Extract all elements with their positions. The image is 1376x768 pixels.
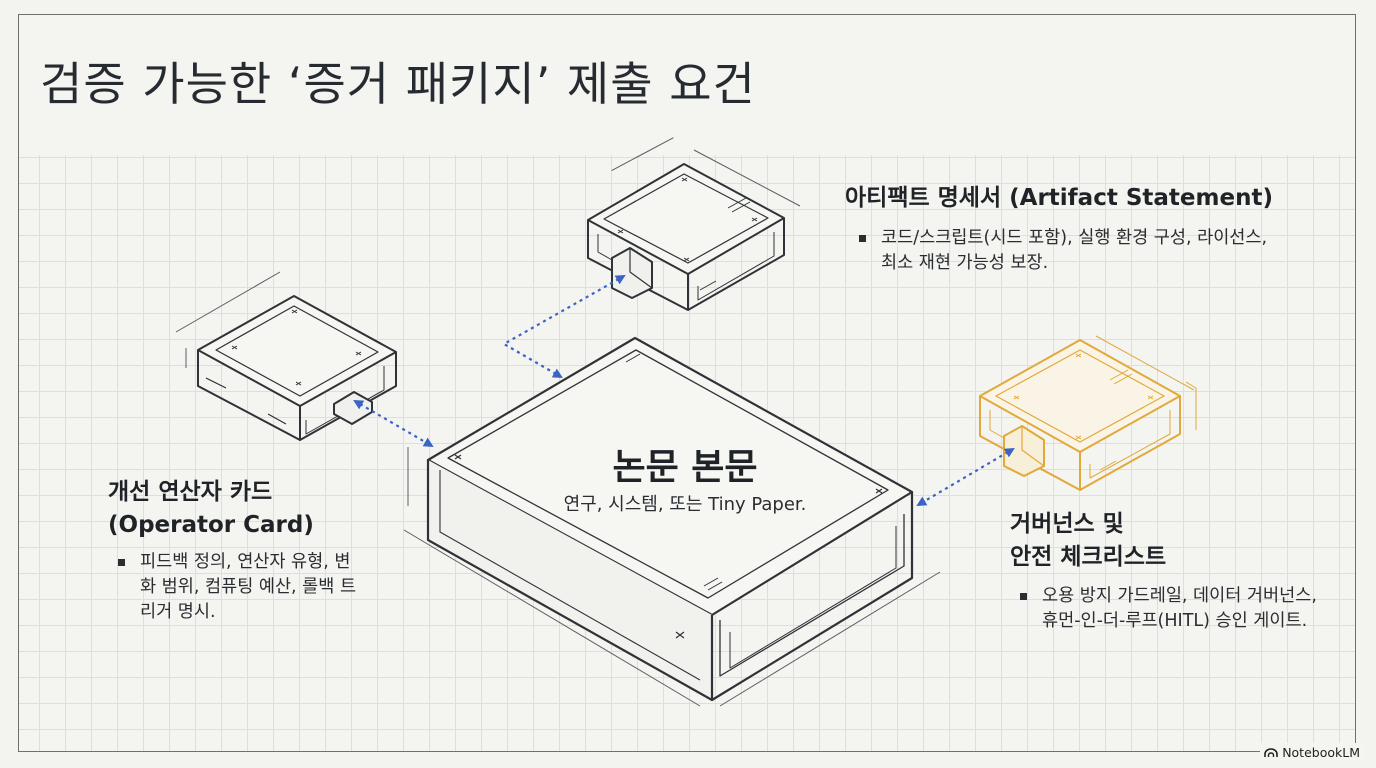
paper-body-subtitle: 연구, 시스템, 또는 Tiny Paper. [563, 494, 807, 515]
artifact-bullet-list: 코드/스크립트(시드 포함), 실행 환경 구성, 라이선스, 최소 재현 가능… [855, 226, 1275, 276]
paper-body-box [403, 336, 941, 707]
brand-label: NotebookLM [1282, 745, 1360, 760]
arrow-governance-to-paper [916, 447, 1015, 507]
slide-title: 검증 가능한 ‘증거 패키지’ 제출 요건 [40, 57, 756, 111]
notebooklm-logo-icon [1264, 747, 1278, 757]
governance-bullet: 오용 방지 가드레일, 데이터 거버넌스, 휴먼-인-더-루프(HITL) 승인… [1016, 584, 1336, 634]
governance-bullet-list: 오용 방지 가드레일, 데이터 거버넌스, 휴먼-인-더-루프(HITL) 승인… [1016, 584, 1336, 634]
operator-heading-line2: (Operator Card) [108, 512, 314, 538]
brand-badge: NotebookLM [1260, 743, 1364, 762]
title-band [19, 15, 1355, 155]
governance-heading-line1: 거버넌스 및 [1010, 511, 1124, 537]
paper-body-title: 논문 본문 [612, 447, 758, 488]
operator-bullet-list: 피드백 정의, 연산자 유형, 변화 범위, 컴퓨팅 예산, 롤백 트리거 명시… [114, 550, 364, 625]
governance-heading-line2: 안전 체크리스트 [1010, 544, 1167, 570]
operator-bullet: 피드백 정의, 연산자 유형, 변화 범위, 컴퓨팅 예산, 롤백 트리거 명시… [114, 550, 364, 625]
operator-box [175, 271, 397, 441]
artifact-box [587, 137, 801, 311]
artifact-heading: 아티팩트 명세서 (Artifact Statement) [845, 185, 1273, 211]
governance-heading: 거버넌스 및 안전 체크리스트 [1010, 508, 1166, 574]
operator-heading: 개선 연산자 카드 (Operator Card) [108, 476, 314, 542]
artifact-bullet: 코드/스크립트(시드 포함), 실행 환경 구성, 라이선스, 최소 재현 가능… [855, 226, 1275, 276]
operator-heading-line1: 개선 연산자 카드 [108, 479, 273, 505]
governance-box [979, 335, 1197, 491]
